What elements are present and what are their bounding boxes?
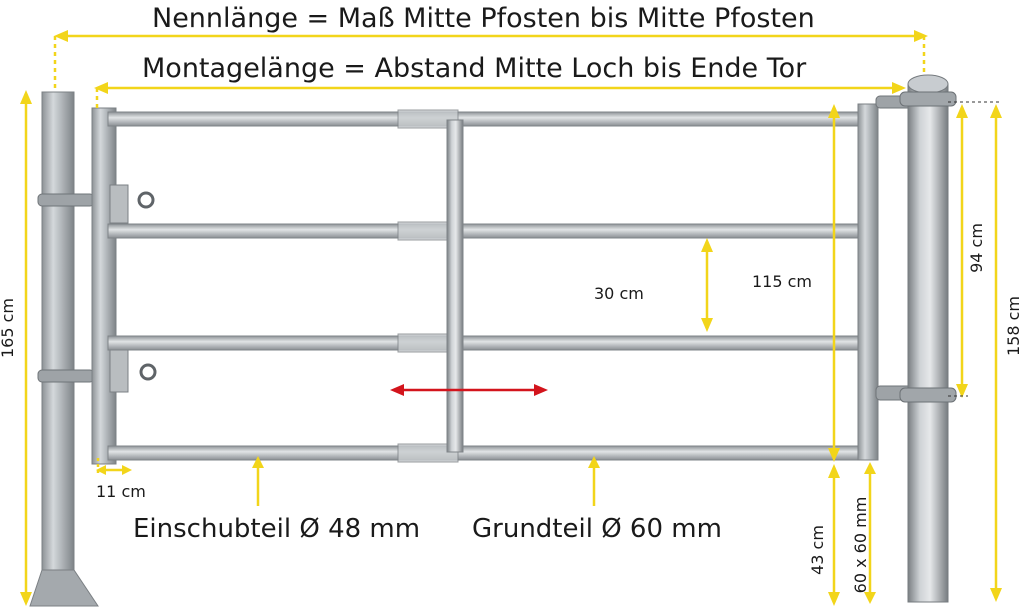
height-94-label: 94 cm (967, 223, 986, 273)
insert-part-label: Einschubteil Ø 48 mm (133, 514, 421, 544)
left-post (29, 91, 99, 607)
height-158-label: 158 cm (1004, 295, 1021, 356)
gate-rails (107, 109, 861, 463)
height-165-label: 165 cm (0, 297, 17, 358)
spacing-30-label: 30 cm (594, 284, 644, 303)
gate-right-frame (857, 95, 915, 461)
height-115-label: 115 cm (752, 272, 813, 291)
gate-left-frame (91, 107, 157, 465)
right-post (899, 74, 957, 603)
dimension-lines (20, 30, 1002, 606)
nominal-length-label: Nennlänge = Maß Mitte Pfosten bis Mitte … (152, 3, 815, 34)
adjustment-arrow (390, 384, 548, 396)
post-size-label: 60 x 60 mm (851, 496, 870, 594)
mounting-length-label: Montagelänge = Abstand Mitte Loch bis En… (142, 53, 807, 84)
center-brace (446, 119, 464, 453)
base-part-label: Grundteil Ø 60 mm (472, 514, 722, 544)
height-43-label: 43 cm (808, 525, 827, 575)
width-11-label: 11 cm (96, 482, 146, 501)
